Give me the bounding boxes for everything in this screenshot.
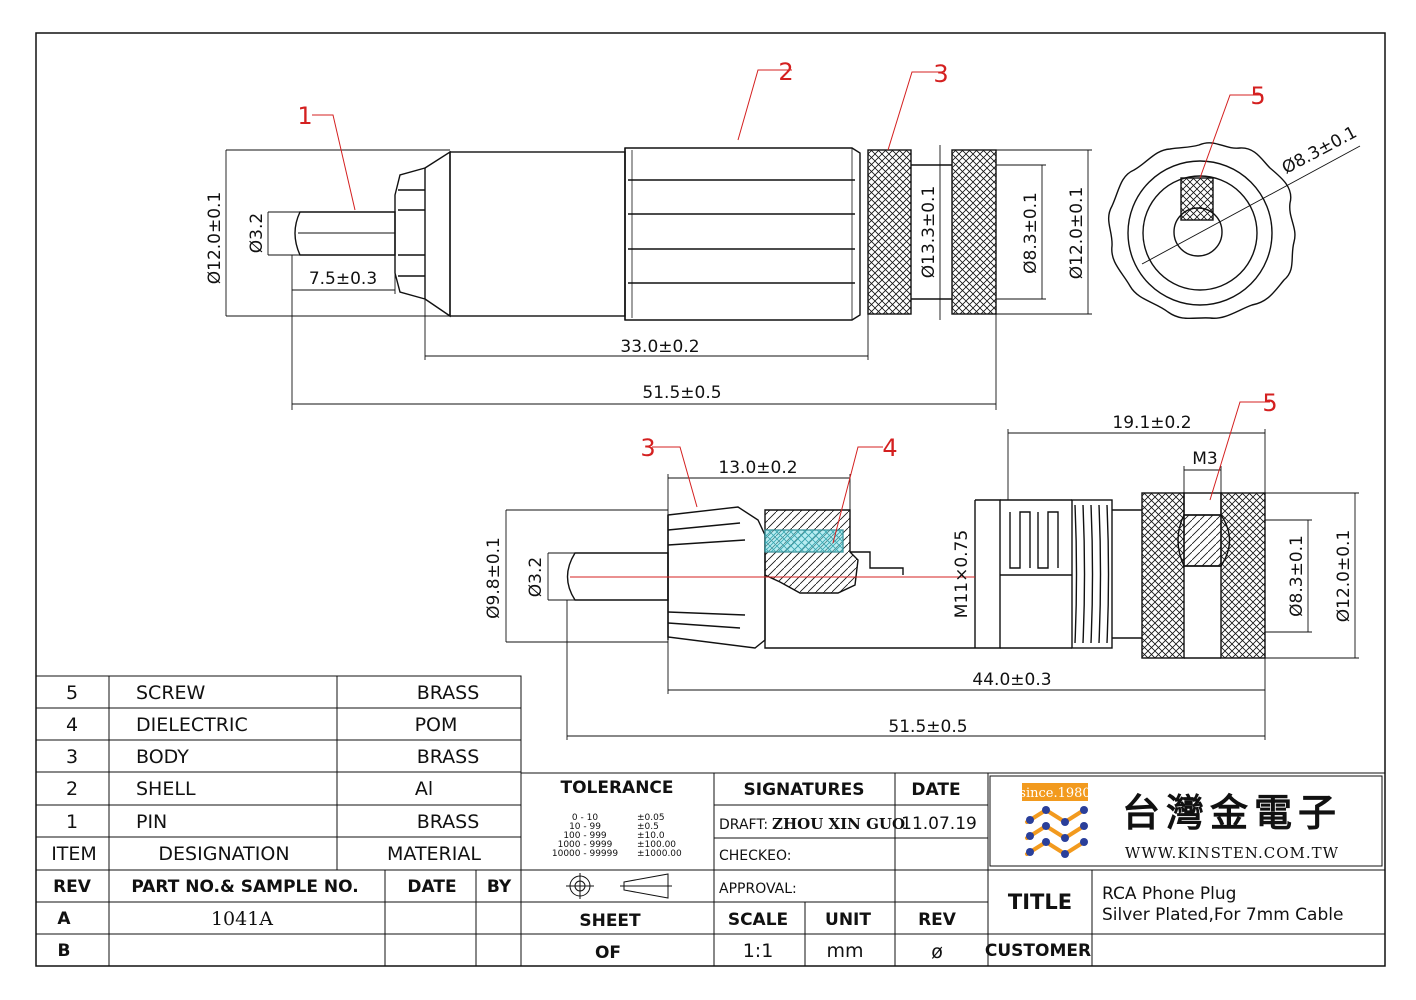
draft-name: ZHOU XIN GUO: [772, 815, 905, 833]
sheet-label: SHEET: [579, 911, 641, 931]
rev-row-b-rev: B: [58, 941, 71, 961]
parts-material-1: BRASS: [417, 811, 480, 833]
leader-lines: [312, 69, 1270, 544]
draft-date: 11.07.19: [901, 814, 977, 834]
approval-label: APPROVAL:: [719, 881, 797, 897]
company-since: since.1980: [1019, 786, 1090, 801]
signatures-date-title: DATE: [911, 780, 960, 800]
parts-designation-5: SCREW: [136, 682, 206, 704]
scale-value: 1:1: [743, 940, 774, 962]
dim-sec-screw: M3: [1192, 449, 1217, 469]
dim-top-mid-dia: Ø13.3±0.1: [919, 186, 939, 279]
end-view: [1108, 142, 1361, 320]
annotation-3-top: 3: [933, 60, 948, 88]
rev-header-by: BY: [487, 877, 512, 897]
end-view-knurled-rim: [1108, 142, 1296, 320]
title-line-2: Silver Plated,For 7mm Cable: [1102, 905, 1343, 925]
customer-label: CUSTOMER: [985, 941, 1091, 961]
dim-sec-overall-len: 51.5±0.5: [888, 717, 967, 737]
dim-top-pin-len: 7.5±0.3: [309, 269, 377, 289]
company-name: 台灣金電子: [1122, 791, 1342, 835]
draft-label: DRAFT:: [719, 817, 768, 833]
parts-header-designation: DESIGNATION: [158, 843, 289, 865]
annotation-2: 2: [778, 58, 793, 86]
dim-sec-cap-len: 19.1±0.2: [1112, 413, 1191, 433]
dim-top-pin-dia: Ø3.2: [247, 213, 267, 253]
company-logo: since.1980: [1019, 783, 1091, 858]
section-view: [566, 492, 1266, 659]
parts-item-1: 1: [66, 811, 78, 833]
rev-header-part: PART NO.& SAMPLE NO.: [131, 877, 358, 897]
parts-designation-1: PIN: [136, 811, 167, 833]
dim-sec-body-len: 13.0±0.2: [718, 458, 797, 478]
parts-item-4: 4: [66, 714, 78, 736]
tolerance-range-1: 10 - 99: [569, 822, 601, 832]
parts-header-material: MATERIAL: [387, 843, 481, 865]
pin-outline: [294, 211, 396, 256]
title-block-grid: [520, 772, 1386, 967]
of-label: OF: [595, 943, 621, 963]
dim-sec-thread: M11×0.75: [952, 530, 972, 618]
annotation-5-top: 5: [1250, 82, 1265, 110]
top-side-view: [294, 147, 997, 321]
rev-row-a-part: 1041A: [211, 908, 273, 930]
dim-sec-cap-dia: Ø12.0±0.1: [1334, 530, 1354, 623]
tolerance-value-0: ±0.05: [637, 813, 665, 823]
dim-sec-hole-dia: Ø8.3±0.1: [1287, 535, 1307, 617]
parts-material-4: POM: [415, 714, 458, 736]
parts-material-2: Al: [415, 778, 433, 800]
dim-top-overall-dia: Ø12.0±0.1: [205, 192, 225, 285]
tolerance-value-1: ±0.5: [637, 822, 659, 832]
dim-top-hole-dia: Ø8.3±0.1: [1021, 192, 1041, 274]
dim-sec-pin-dia: Ø3.2: [526, 557, 546, 597]
annotation-1: 1: [297, 102, 312, 130]
section-dimension-lines: [505, 429, 1359, 740]
dim-end-view-dia: Ø8.3±0.1: [1279, 123, 1361, 179]
parts-designation-4: DIELECTRIC: [136, 714, 248, 736]
rev-label: REV: [918, 910, 957, 930]
annotation-3-section: 3: [640, 434, 655, 462]
parts-designation-3: BODY: [136, 746, 189, 768]
parts-material-5: BRASS: [417, 682, 480, 704]
projection-symbol-icon: [566, 873, 672, 899]
tolerance-range-3: 1000 - 9999: [558, 840, 613, 850]
signatures-title: SIGNATURES: [744, 780, 865, 800]
title-label: TITLE: [1008, 890, 1072, 914]
tolerance-title: TOLERANCE: [560, 778, 673, 798]
dim-sec-outer-dia: Ø9.8±0.1: [484, 537, 504, 619]
rev-header-rev: REV: [53, 877, 92, 897]
tolerance-value-2: ±10.0: [637, 831, 665, 841]
dim-top-right-dia: Ø12.0±0.1: [1067, 187, 1087, 280]
tolerance-range-0: 0 - 10: [572, 813, 598, 823]
rev-row-a-rev: A: [57, 909, 71, 929]
unit-value: mm: [826, 940, 863, 962]
dim-top-overall-len: 51.5±0.5: [642, 383, 721, 403]
scale-label: SCALE: [728, 910, 788, 930]
parts-item-3: 3: [66, 746, 78, 768]
unit-label: UNIT: [825, 910, 871, 930]
parts-item-5: 5: [66, 682, 78, 704]
tolerance-range-4: 10000 - 99999: [552, 849, 619, 859]
rev-value: ø: [931, 941, 943, 963]
parts-designation-2: SHELL: [136, 778, 196, 800]
parts-material-3: BRASS: [417, 746, 480, 768]
dim-top-body-len: 33.0±0.2: [620, 337, 699, 357]
annotation-5-section: 5: [1262, 389, 1277, 417]
tolerance-value-4: ±1000.00: [637, 849, 682, 859]
top-dimension-lines: [225, 145, 1092, 410]
company-url: WWW.KINSTEN.COM.TW: [1125, 844, 1339, 862]
parts-item-2: 2: [66, 778, 78, 800]
parts-list-table: [35, 675, 522, 871]
title-line-1: RCA Phone Plug: [1102, 884, 1236, 904]
checked-label: CHECKEO:: [719, 848, 791, 864]
annotation-4-section: 4: [882, 434, 897, 462]
parts-header-item: ITEM: [51, 843, 97, 865]
tolerance-value-3: ±100.00: [637, 840, 676, 850]
tolerance-range-2: 100 - 999: [563, 831, 607, 841]
rev-header-date: DATE: [407, 877, 456, 897]
dim-sec-len-44: 44.0±0.3: [972, 670, 1051, 690]
